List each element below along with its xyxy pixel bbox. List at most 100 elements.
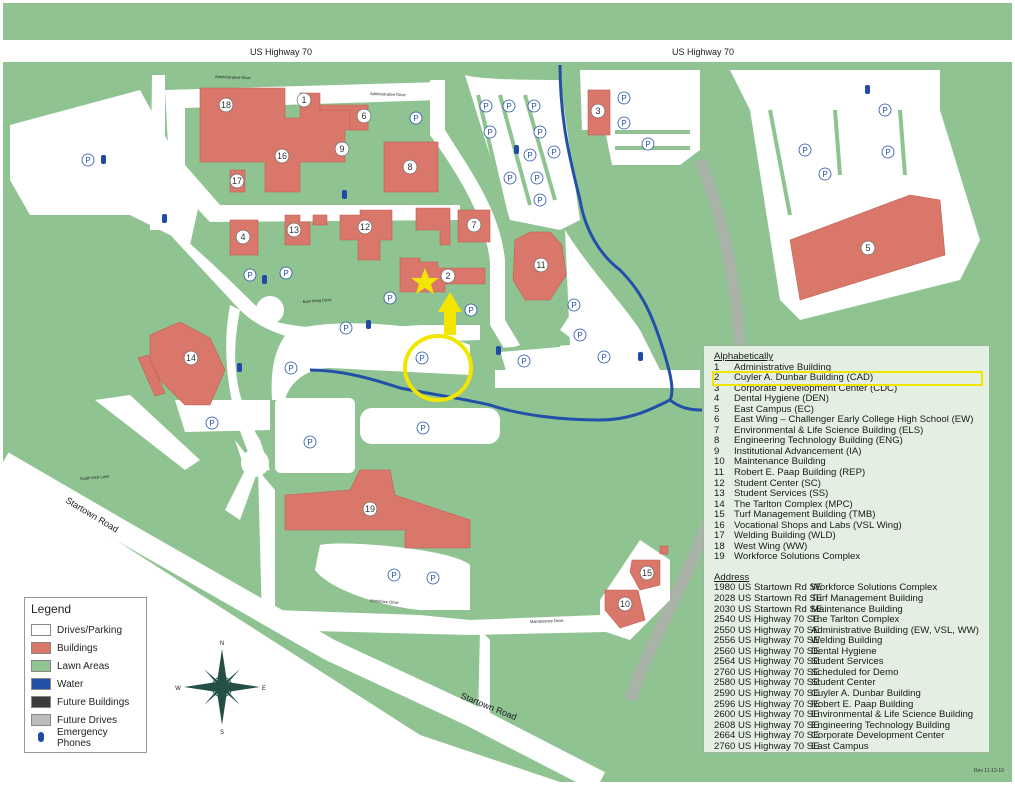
- east-wing-drive-label: East Wing Drive: [303, 297, 333, 304]
- svg-text:6: 6: [361, 111, 366, 121]
- address-place: The Tarlton Complex: [811, 614, 900, 626]
- badge-15: 15: [639, 565, 655, 581]
- legend-swatch: [31, 660, 51, 672]
- phone-icon: [638, 352, 643, 361]
- address-street: 2560 US Highway 70 SE: [714, 645, 820, 657]
- svg-text:P: P: [391, 571, 396, 580]
- address-street: 2760 US Highway 70 SE: [714, 740, 820, 752]
- legend-swatch: [31, 624, 51, 636]
- parking-marker: P: [205, 416, 219, 430]
- index-number: 18: [714, 540, 725, 552]
- index-number: 3: [714, 382, 720, 394]
- svg-text:15: 15: [642, 568, 652, 578]
- parking-marker: P: [464, 303, 478, 317]
- direction-arrow: [438, 292, 462, 335]
- svg-text:P: P: [85, 156, 90, 165]
- badge-7: 7: [466, 217, 482, 233]
- svg-text:P: P: [507, 174, 512, 183]
- index-label: East Wing – Challenger Early College Hig…: [734, 414, 974, 426]
- index-number: 1: [714, 361, 720, 373]
- svg-text:14: 14: [186, 353, 196, 363]
- parking-marker: P: [530, 171, 544, 185]
- svg-text:1: 1: [301, 95, 306, 105]
- svg-text:P: P: [537, 196, 542, 205]
- building-badges: 18 1 6 9 16 8 17 4 13 12 7 2 11 3 5 14 1…: [183, 92, 876, 612]
- svg-text:P: P: [419, 354, 424, 363]
- parking-marker: P: [303, 435, 317, 449]
- parking-marker: P: [547, 145, 561, 159]
- svg-text:P: P: [209, 419, 214, 428]
- legend-label: Drives/Parking: [57, 624, 123, 636]
- legend-label: Lawn Areas: [57, 660, 110, 672]
- badge-19: 19: [362, 501, 378, 517]
- legend-item: Buildings: [31, 639, 140, 657]
- legend-item-phones: Emergency Phones: [31, 727, 140, 749]
- index-label: East Campus (EC): [734, 403, 814, 415]
- parking-marker: P: [523, 148, 537, 162]
- address-place: Dental Hygiene: [811, 645, 877, 657]
- legend-title: Legend: [31, 602, 72, 616]
- parking-marker: P: [479, 99, 493, 113]
- legend-swatch: [31, 642, 51, 654]
- svg-text:P: P: [621, 94, 626, 103]
- parking-marker: P: [426, 571, 440, 585]
- index-label: Student Center (SC): [734, 477, 821, 489]
- svg-text:12: 12: [360, 222, 370, 232]
- address-place: Corporate Development Center: [811, 730, 945, 742]
- svg-text:P: P: [527, 151, 532, 160]
- building-19: [284, 469, 471, 549]
- index-label: Cuyler A. Dunbar Building (CAD): [734, 372, 874, 384]
- svg-text:P: P: [551, 148, 556, 157]
- index-number: 6: [714, 414, 720, 426]
- address-place: Turf Management Building: [811, 593, 924, 605]
- index-number: 9: [714, 445, 720, 457]
- svg-text:16: 16: [277, 151, 287, 161]
- svg-text:P: P: [521, 357, 526, 366]
- address-street: 2540 US Highway 70 SE: [714, 614, 820, 626]
- highway-label-west: US Highway 70: [250, 47, 312, 57]
- parking-marker: P: [503, 171, 517, 185]
- index-number: 7: [714, 424, 720, 436]
- legend-swatch: [31, 696, 51, 708]
- svg-text:P: P: [534, 174, 539, 183]
- address-street: 2600 US Highway 70 SE: [714, 709, 820, 721]
- svg-text:17: 17: [232, 176, 242, 186]
- legend-label: Emergency Phones: [57, 727, 108, 749]
- building-6: [319, 104, 369, 131]
- badge-18: 18: [218, 97, 234, 113]
- svg-text:P: P: [487, 128, 492, 137]
- svg-text:P: P: [247, 271, 252, 280]
- badge-3: 3: [590, 103, 606, 119]
- svg-text:7: 7: [471, 220, 476, 230]
- phone-icon: [237, 363, 242, 372]
- index-number: 13: [714, 488, 725, 500]
- badge-13: 13: [286, 222, 302, 238]
- badge-11: 11: [533, 257, 549, 273]
- svg-text:8: 8: [407, 162, 412, 172]
- revision-note: Rev 11-13-19: [974, 768, 1004, 774]
- parking-marker: P: [284, 361, 298, 375]
- index-number: 15: [714, 509, 725, 521]
- phone-icon: [262, 275, 267, 284]
- index-label: Environmental & Life Science Building (E…: [734, 424, 924, 436]
- address-place: Student Services: [811, 656, 884, 668]
- svg-text:11: 11: [536, 260, 545, 270]
- workforce-drive-label: Workforce Drive: [370, 598, 400, 605]
- index-label: Maintenance Building: [734, 456, 826, 468]
- legend-item: Water: [31, 675, 140, 693]
- address-place: Administrative Building (EW, VSL, WW): [811, 624, 979, 636]
- index-number: 17: [714, 530, 725, 542]
- badge-8: 8: [402, 159, 418, 175]
